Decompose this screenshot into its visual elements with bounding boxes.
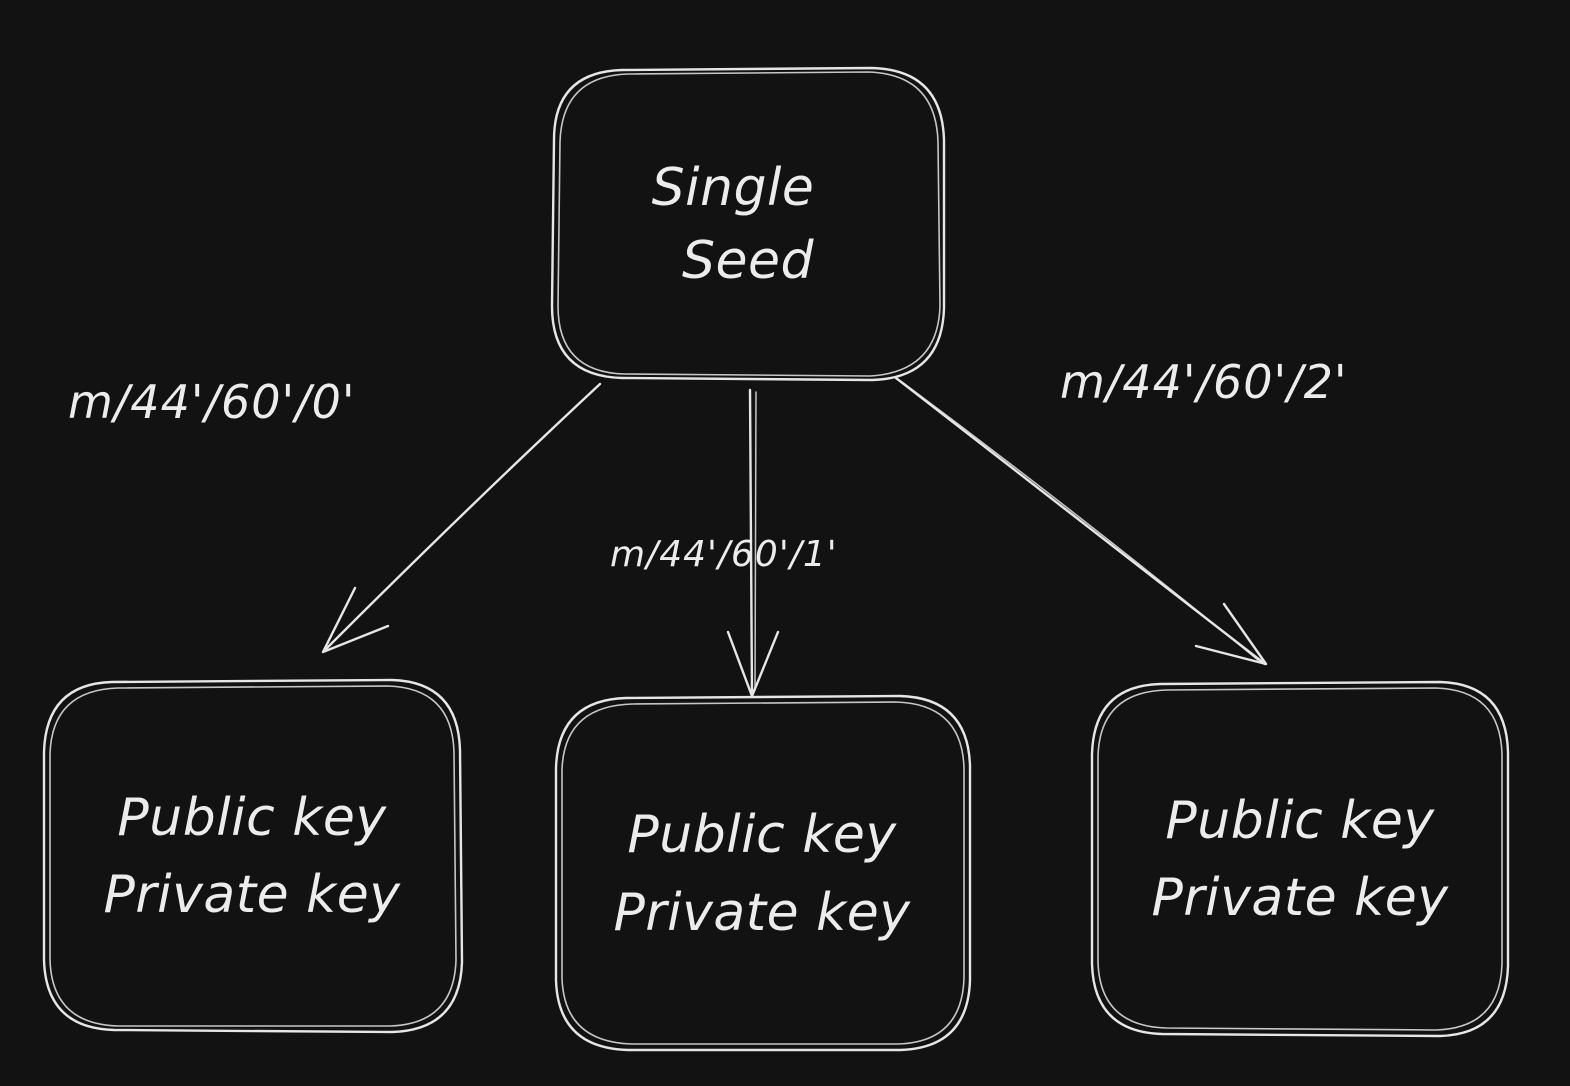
child-node-2[interactable]: Public key Private key <box>1090 680 1510 1038</box>
edge-1-line <box>748 388 754 698</box>
child-node-0-border-sketch <box>49 685 457 1027</box>
edge-0: m/44'/60'/0' <box>68 375 602 654</box>
child-node-2-border <box>1090 680 1510 1038</box>
child-node-1-border <box>554 694 972 1052</box>
child-node-0-label-line1: Public key <box>117 788 387 848</box>
child-node-1-border-sketch <box>561 701 965 1045</box>
edge-0-arrowhead <box>321 586 390 654</box>
edge-1-line-sketch <box>754 391 757 691</box>
edge-1-arrowhead <box>726 630 780 698</box>
child-node-0-border <box>42 678 464 1034</box>
root-node-border <box>550 66 946 382</box>
edge-0-label: m/44'/60'/0' <box>68 375 356 429</box>
child-node-2-border-sketch <box>1097 687 1503 1031</box>
child-node-0[interactable]: Public key Private key <box>42 678 464 1034</box>
edge-0-line <box>323 382 602 652</box>
edge-1-label: m/44'/60'/1' <box>610 534 838 575</box>
root-node[interactable]: Single Seed <box>550 66 946 382</box>
child-node-2-label-line1: Public key <box>1165 791 1435 851</box>
root-node-label-line2: Seed <box>682 231 814 291</box>
edge-2-line-sketch <box>901 381 1259 661</box>
root-node-label-line1: Single <box>652 158 815 218</box>
edge-2-label: m/44'/60'/2' <box>1060 355 1348 409</box>
child-node-2-label-line2: Private key <box>1151 868 1449 928</box>
child-node-1-label-line2: Private key <box>613 883 911 943</box>
child-node-1-label-line1: Public key <box>627 805 897 865</box>
edge-2-arrowhead <box>1194 602 1268 666</box>
child-node-0-label-line2: Private key <box>103 865 401 925</box>
child-node-1[interactable]: Public key Private key <box>554 694 972 1052</box>
root-node-border-sketch <box>557 71 941 377</box>
edge-1: m/44'/60'/1' <box>610 388 838 698</box>
edge-2: m/44'/60'/2' <box>894 355 1348 666</box>
